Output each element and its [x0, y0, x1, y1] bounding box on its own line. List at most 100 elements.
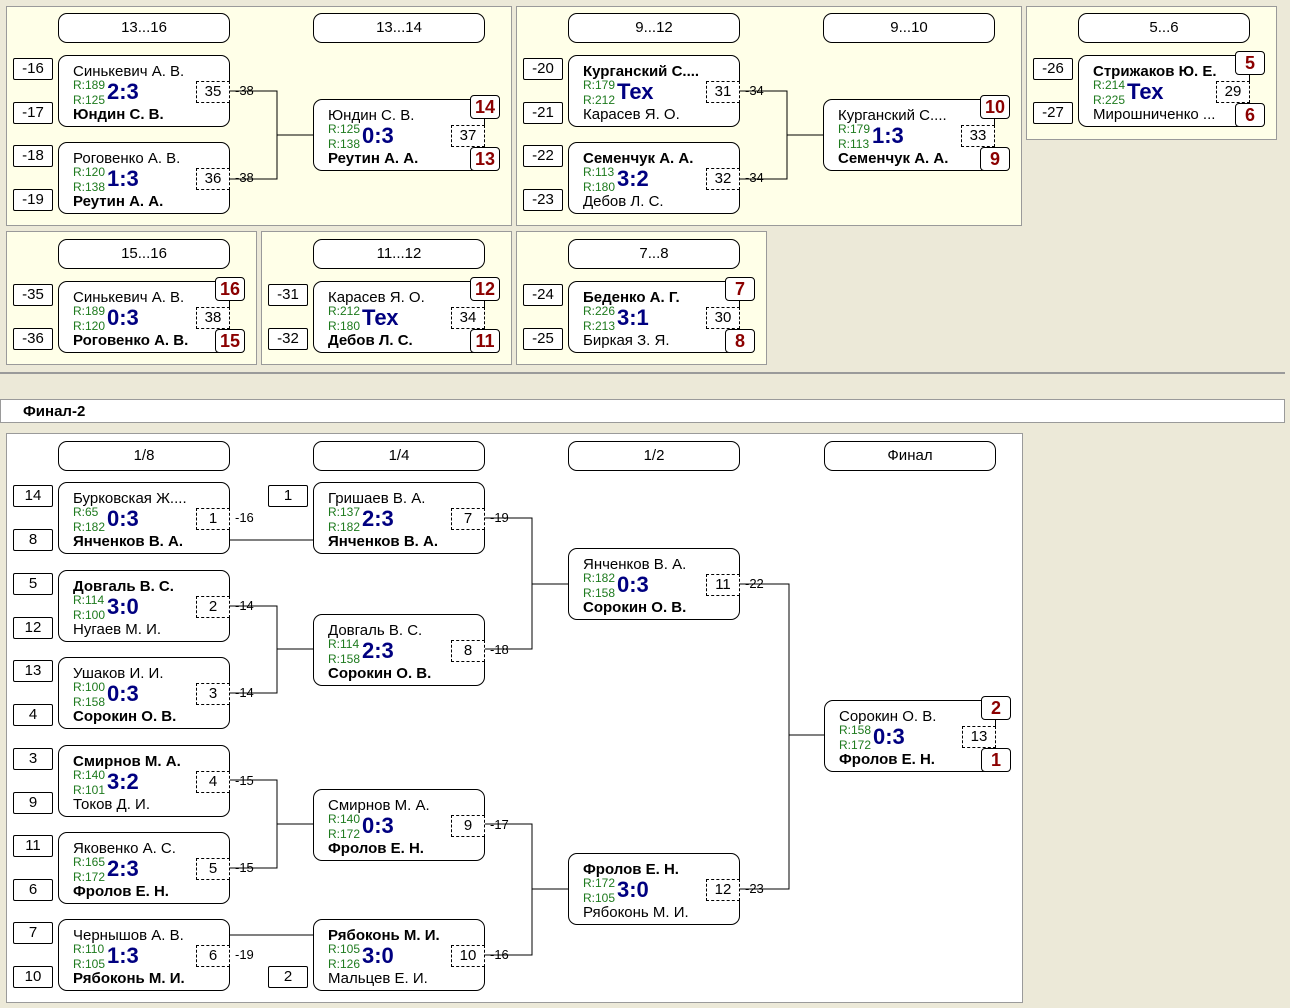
match-number: 2 — [196, 596, 230, 618]
place-top-badge: 16 — [215, 277, 245, 301]
match-score: Тех — [362, 305, 399, 330]
player-bottom-name: Биркая З. Я. — [583, 332, 670, 349]
player-bottom-name: Сорокин О. В. — [583, 599, 687, 616]
seed-top: 13 — [13, 660, 53, 682]
section-title: Финал-2 — [23, 403, 86, 420]
player-bottom-name: Фролов Е. Н. — [839, 751, 935, 768]
seed-bottom: -27 — [1033, 102, 1073, 124]
player-bottom-rating: R:126 — [328, 957, 361, 971]
match-score: 2:3 — [107, 79, 139, 104]
seed-bottom: -17 — [13, 102, 53, 124]
match-number: 30 — [706, 307, 740, 329]
seed-top: -22 — [523, 145, 563, 167]
seed-top: 11 — [13, 835, 53, 857]
match-number: 4 — [196, 771, 230, 793]
seed-bottom: -25 — [523, 328, 563, 350]
player-top-rating: R:120 — [73, 165, 106, 179]
player-bottom-rating: R:180 — [328, 319, 361, 333]
match-number: 33 — [961, 125, 995, 147]
match-score: 3:0 — [107, 594, 139, 619]
seed-bottom: 4 — [13, 704, 53, 726]
seed-bottom: 9 — [13, 792, 53, 814]
match-score: 2:3 — [362, 506, 394, 531]
place-bottom-badge: 13 — [470, 147, 500, 171]
seed-bottom: -19 — [13, 189, 53, 211]
place-top-badge: 10 — [980, 95, 1010, 119]
player-top-rating: R:105 — [328, 942, 361, 956]
seed-top: -24 — [523, 284, 563, 306]
match-number: 1 — [196, 508, 230, 530]
player-bottom-rating: R:172 — [328, 827, 361, 841]
seed-top: -26 — [1033, 58, 1073, 80]
player-bottom-rating: R:172 — [839, 738, 872, 752]
player-top-rating: R:114 — [328, 637, 360, 651]
match-score: 0:3 — [107, 681, 139, 706]
player-top-rating: R:158 — [839, 723, 872, 737]
place-bottom-badge: 11 — [470, 329, 500, 353]
seed-top: -20 — [523, 58, 563, 80]
player-top-rating: R:189 — [73, 304, 106, 318]
stage-label: 13...14 — [313, 13, 485, 43]
place-top-badge: 5 — [1235, 51, 1265, 75]
player-bottom-name: Рябоконь М. И. — [73, 970, 185, 987]
match-number: 34 — [451, 307, 485, 329]
player-top-rating: R:189 — [73, 78, 106, 92]
match-number: 13 — [962, 726, 996, 748]
seed-bottom: 12 — [13, 617, 53, 639]
match-number: 5 — [196, 858, 230, 880]
loser-destination: -15 — [235, 773, 254, 788]
seed-bottom: 8 — [13, 529, 53, 551]
place-bottom-badge: 8 — [725, 329, 755, 353]
stage-label: 1/2 — [568, 441, 740, 471]
player-bottom-name: Мирошниченко ... — [1093, 106, 1216, 123]
player-top-rating: R:125 — [328, 122, 361, 136]
player-top-rating: R:100 — [73, 680, 106, 694]
loser-destination: -17 — [490, 817, 509, 832]
seed-bottom: -23 — [523, 189, 563, 211]
match-score: Тех — [617, 79, 654, 104]
player-bottom-name: Янченков В. А. — [328, 533, 438, 550]
player-bottom-rating: R:172 — [73, 870, 106, 884]
match-number: 10 — [451, 945, 485, 967]
loser-destination: -18 — [490, 642, 509, 657]
stage-label: 13...16 — [58, 13, 230, 43]
player-top-rating: R:212 — [328, 304, 361, 318]
place-top-badge: 12 — [470, 277, 500, 301]
match-score: 0:3 — [873, 724, 905, 749]
player-bottom-name: Реутин А. А. — [328, 150, 419, 167]
match-number: 38 — [196, 307, 230, 329]
loser-destination: -16 — [490, 947, 509, 962]
place-top-badge: 7 — [725, 277, 755, 301]
match-score: 0:3 — [362, 123, 394, 148]
match-number: 36 — [196, 168, 230, 190]
seed-top: -31 — [268, 284, 308, 306]
match-score: 2:3 — [362, 638, 394, 663]
match-number: 32 — [706, 168, 740, 190]
seed-top: 1 — [268, 485, 308, 507]
player-top-rating: R:226 — [583, 304, 616, 318]
player-bottom-name: Рябоконь М. И. — [583, 904, 689, 921]
